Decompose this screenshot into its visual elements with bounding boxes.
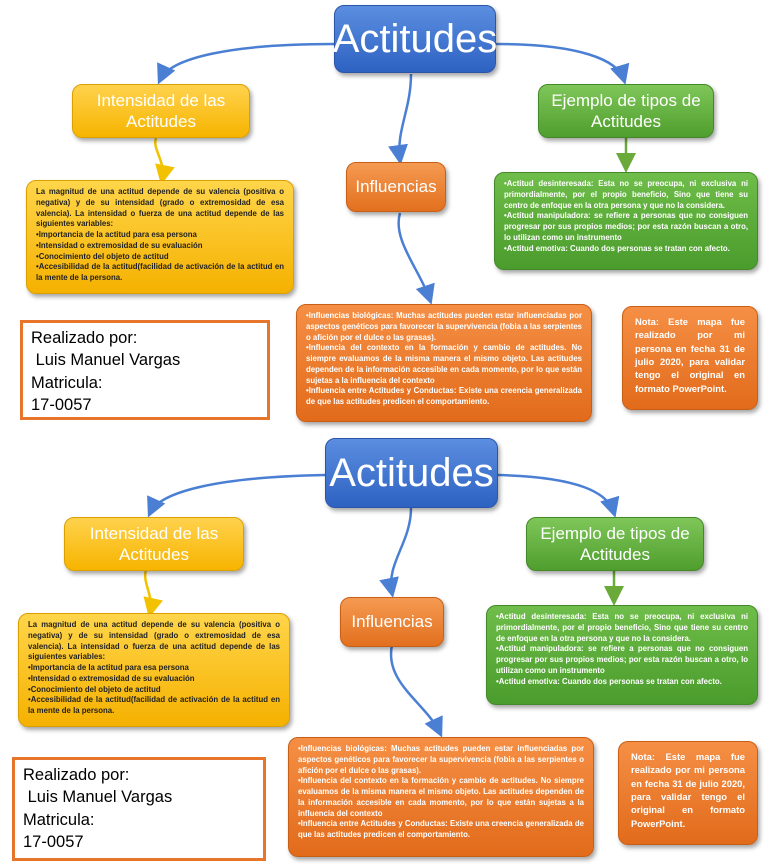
influencias-heading: Influencias [355, 177, 437, 196]
intensidad-intro: La magnitud de una actitud depende de su… [28, 620, 280, 662]
ejemplos-heading: Ejemplo de tipos de Actitudes [540, 523, 690, 564]
arrow-title-to-influencias [379, 507, 413, 598]
influencias-body: •Influencias biológicas: Muchas actitude… [288, 737, 594, 857]
influencias-heading-node: Influencias [340, 597, 444, 647]
author-label: Realizado por: [31, 329, 138, 347]
intensidad-intro: La magnitud de una actitud depende de su… [36, 187, 284, 229]
title-text: Actitudes [329, 450, 494, 495]
note-box: Nota: Este mapa fue realizado por mi per… [618, 741, 758, 845]
note-box: Nota: Este mapa fue realizado por mi per… [622, 306, 758, 410]
intensidad-heading: Intensidad de las Actitudes [89, 523, 219, 564]
intensidad-heading: Intensidad de las Actitudes [96, 90, 226, 131]
title-node: Actitudes [332, 5, 498, 73]
influencias-item: •Influencia del contexto en la formación… [306, 343, 582, 385]
author-box: Realizado por: Luis Manuel Vargas Matric… [12, 757, 266, 861]
arrow-influencias-to-body [397, 212, 435, 305]
influencias-item: •Influencia del contexto en la formación… [298, 776, 584, 818]
matricula-label: Matricula: [23, 810, 95, 829]
intensidad-item: •Accesibilidad de la actitud(facilidad d… [36, 262, 284, 282]
intensidad-item: •Conocimiento del objeto de actitud [36, 251, 169, 261]
intensidad-heading-node: Intensidad de las Actitudes [72, 84, 250, 138]
arrow-title-to-intensidad [147, 473, 326, 518]
matricula-value: 17-0057 [31, 395, 92, 414]
ejemplos-item: •Actitud emotiva: Cuando dos personas se… [504, 243, 730, 253]
influencias-heading-node: Influencias [346, 162, 446, 212]
intensidad-item: •Importancia de la actitud para esa pers… [28, 663, 189, 672]
arrow-influencias-to-body [389, 644, 443, 738]
ejemplos-item: •Actitud desinteresada: Esta no se preoc… [496, 612, 748, 643]
matricula-value: 17-0057 [23, 832, 84, 851]
influencias-item: •Influencia entre Actitudes y Conductas:… [298, 819, 584, 839]
connector-arrows [143, 473, 624, 738]
arrow-title-to-ejemplos [497, 473, 620, 518]
author-name: Luis Manuel Vargas [31, 351, 181, 370]
concept-map-panel-1: Actitudes Intensidad de las Actitudes Ej… [20, 5, 758, 422]
influencias-item: •Influencias biológicas: Muchas actitude… [306, 311, 582, 342]
connector-arrows [154, 42, 636, 305]
influencias-item: •Influencia entre Actitudes y Conductas:… [306, 386, 582, 406]
arrow-intensidad-to-body [154, 137, 175, 185]
ejemplos-heading-node: Ejemplo de tipos de Actitudes [526, 517, 704, 571]
influencias-item: •Influencias biológicas: Muchas actitude… [298, 744, 584, 775]
intensidad-item: •Conocimiento del objeto de actitud [28, 684, 161, 694]
author-label: Realizado por: [23, 766, 130, 784]
arrow-title-to-intensidad [157, 42, 335, 85]
author-box: Realizado por: Luis Manuel Vargas Matric… [20, 320, 270, 420]
influencias-heading: Influencias [351, 612, 433, 631]
ejemplos-body: •Actitud desinteresada: Esta no se preoc… [494, 172, 758, 270]
intensidad-heading-node: Intensidad de las Actitudes [64, 517, 244, 571]
intensidad-item: •Importancia de la actitud para esa pers… [36, 230, 197, 239]
ejemplos-body: •Actitud desinteresada: Esta no se preoc… [486, 605, 758, 705]
ejemplos-heading-node: Ejemplo de tipos de Actitudes [538, 84, 714, 138]
arrow-title-to-ejemplos [495, 42, 630, 85]
arrow-title-to-influencias [388, 73, 413, 165]
ejemplos-item: •Actitud manipuladora: se refiere a pers… [504, 211, 748, 242]
intensidad-item: •Intensidad o extremosidad de su evaluac… [28, 673, 195, 683]
intensidad-item: •Intensidad o extremosidad de su evaluac… [36, 240, 203, 250]
intensidad-body: La magnitud de una actitud depende de su… [26, 180, 294, 294]
intensidad-body: La magnitud de una actitud depende de su… [18, 613, 290, 727]
influencias-body: •Influencias biológicas: Muchas actitude… [296, 304, 592, 422]
title-text: Actitudes [332, 16, 498, 61]
matricula-label: Matricula: [31, 373, 103, 392]
concept-map-panel-2: Actitudes Intensidad de las Actitudes Ej… [0, 433, 768, 866]
ejemplos-item: •Actitud manipuladora: se refiere a pers… [496, 644, 748, 675]
ejemplos-item: •Actitud desinteresada: Esta no se preoc… [504, 179, 748, 210]
ejemplos-heading: Ejemplo de tipos de Actitudes [551, 90, 701, 131]
note-text: Nota: Este mapa fue realizado por mi per… [635, 316, 745, 394]
author-name: Luis Manuel Vargas [23, 788, 173, 807]
arrow-intensidad-to-body [143, 569, 164, 618]
note-text: Nota: Este mapa fue realizado por mi per… [631, 751, 745, 829]
ejemplos-item: •Actitud emotiva: Cuando dos personas se… [496, 676, 722, 686]
intensidad-item: •Accesibilidad de la actitud(facilidad d… [28, 695, 280, 715]
title-node: Actitudes [325, 438, 498, 508]
